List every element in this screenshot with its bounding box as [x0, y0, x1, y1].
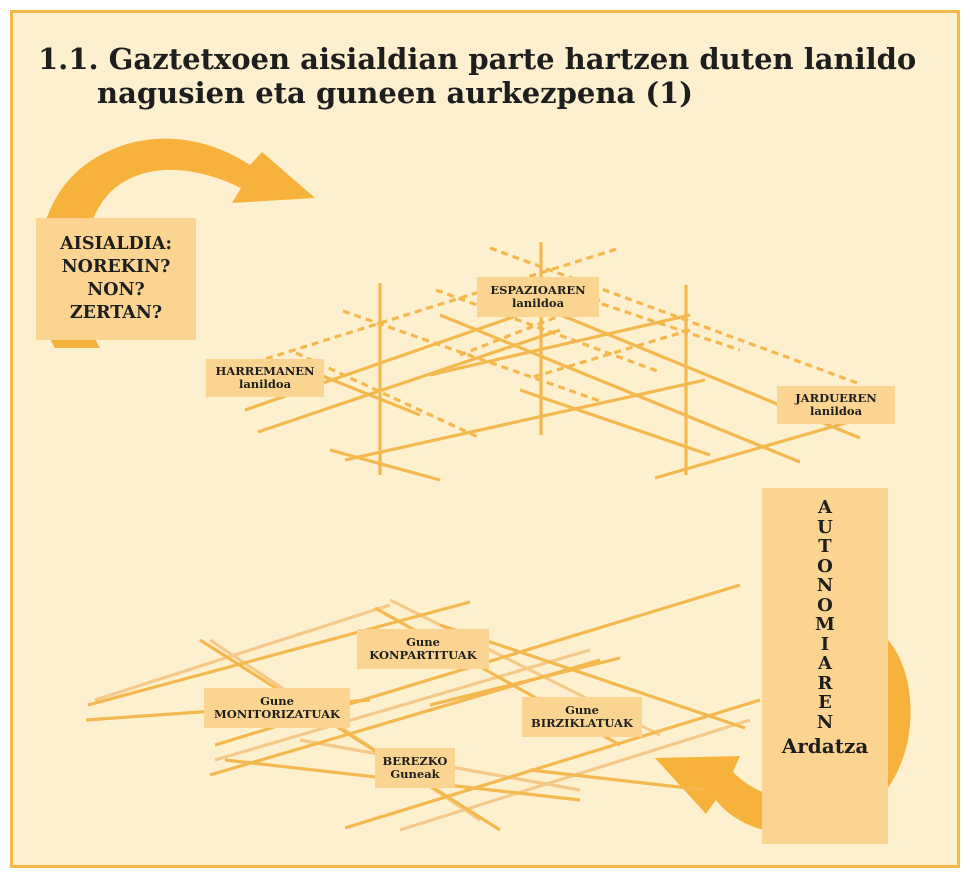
lower-grid-dark — [85, 583, 761, 832]
leisure-questions-box: AISIALDIA: NOREKIN? NON? ZERTAN? — [36, 218, 196, 340]
label-line: KONPARTITUAK — [369, 648, 477, 662]
activities-axis-label: JARDUEREN lanildoa — [777, 386, 895, 424]
shared-zones-label: Gune KONPARTITUAK — [357, 629, 489, 669]
question-label: NON? — [87, 280, 145, 300]
label-line: Guneak — [390, 767, 440, 781]
label-line: Gune — [260, 694, 294, 708]
label-line: BEREZKO — [382, 754, 448, 768]
question-label: ZERTAN? — [69, 303, 163, 323]
autonomy-letter: U — [817, 516, 833, 538]
autonomy-letter: N — [816, 575, 834, 596]
autonomy-letter: O — [817, 555, 833, 577]
autonomy-letter: A — [818, 497, 832, 518]
label-line: lanildoa — [809, 404, 863, 418]
label-line: JARDUEREN — [795, 391, 877, 405]
title-line-2: nagusien eta guneen aurkezpena (1) — [97, 76, 693, 110]
label-line: lanildoa — [238, 377, 292, 391]
label-line: MONITORIZATUAK — [214, 707, 340, 721]
autonomy-letter: O — [817, 594, 833, 616]
bottom-curved-arrow — [655, 632, 911, 834]
top-curved-arrow — [36, 138, 315, 348]
own-zones-label: BEREZKO Guneak — [375, 748, 455, 788]
question-label: NOREKIN? — [61, 257, 171, 277]
autonomy-axis-box: A U T O N O M I A R E N Ardatza — [762, 488, 888, 844]
autonomy-axis-word: Ardatza — [781, 734, 869, 758]
lower-grid — [85, 583, 761, 832]
recycled-zones-label: Gune BIRZIKLATUAK — [522, 697, 642, 737]
autonomy-letter: I — [820, 633, 830, 655]
label-line: Gune — [565, 703, 599, 717]
autonomy-letter: R — [817, 672, 833, 694]
page-title: 1.1. Gaztetxoen aisialdian parte hartzen… — [38, 42, 916, 110]
relations-axis-label: HARREMANEN lanildoa — [206, 359, 324, 397]
label-line: HARREMANEN — [215, 364, 315, 378]
autonomy-letters: A U T O N O M I A R E N — [815, 498, 835, 732]
question-label: AISIALDIA: — [60, 234, 172, 254]
autonomy-letter: T — [818, 536, 832, 557]
monitored-zones-label: Gune MONITORIZATUAK — [204, 688, 350, 728]
label-line: lanildoa — [511, 296, 565, 310]
label-line: ESPAZIOAREN — [490, 283, 586, 297]
autonomy-letter: M — [815, 614, 835, 635]
label-line: BIRZIKLATUAK — [531, 716, 633, 730]
autonomy-letter: N — [816, 711, 834, 733]
space-axis-label: ESPAZIOAREN lanildoa — [477, 277, 599, 317]
autonomy-letter: A — [818, 653, 832, 674]
autonomy-letter: E — [818, 692, 832, 713]
title-line-1: 1.1. Gaztetxoen aisialdian parte hartzen… — [38, 42, 917, 76]
label-line: Gune — [406, 635, 440, 649]
